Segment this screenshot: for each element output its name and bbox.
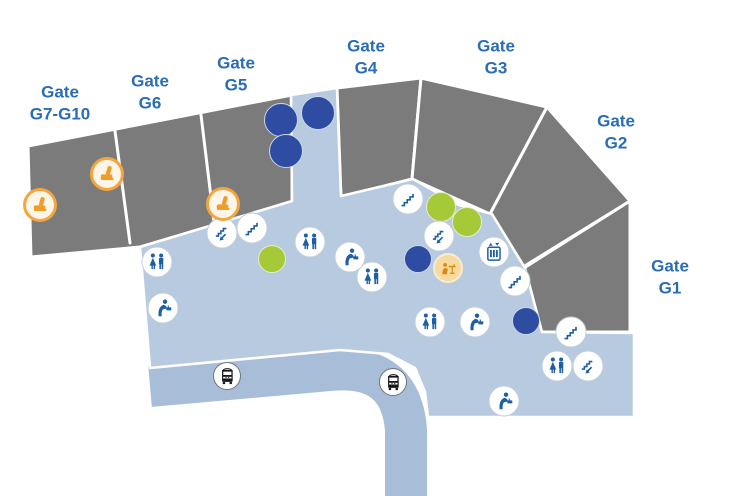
- marker-escalator[interactable]: [572, 350, 604, 382]
- stairs-icon: [242, 218, 263, 239]
- marker-gate-dot[interactable]: [404, 245, 432, 273]
- marker-poi-dot[interactable]: [452, 207, 482, 237]
- food-icon: [439, 259, 458, 278]
- marker-elevator[interactable]: [478, 236, 510, 268]
- concourse-area: [138, 86, 636, 419]
- stairs-icon: [505, 271, 526, 292]
- gate-label-g1-line2: G1: [658, 279, 682, 298]
- seat-icon: [97, 164, 117, 184]
- gate-label-g6-line2: G6: [138, 94, 162, 113]
- marker-food[interactable]: [433, 253, 463, 283]
- restroom-icon: [300, 232, 321, 253]
- marker-seat[interactable]: [90, 157, 124, 191]
- marker-fountain[interactable]: [147, 292, 179, 324]
- bus-icon: [384, 373, 403, 392]
- gate-label-g1-line1: Gate: [651, 256, 689, 276]
- marker-seat[interactable]: [206, 187, 240, 221]
- marker-bus[interactable]: [213, 362, 241, 390]
- fountain-icon: [340, 247, 361, 268]
- gate-label-g5-line2: G5: [224, 76, 248, 95]
- fountain-icon: [153, 298, 174, 319]
- gate-label-g4-line2: G4: [354, 59, 378, 78]
- seat-icon: [30, 195, 50, 215]
- pier-divider-g7-g6: [113, 129, 132, 245]
- gate-label-g5-line1: Gate: [217, 53, 255, 73]
- elevator-icon: [484, 242, 505, 263]
- seat-icon: [213, 194, 233, 214]
- marker-restroom[interactable]: [294, 226, 326, 258]
- marker-fountain[interactable]: [334, 241, 366, 273]
- stairs-icon: [561, 322, 582, 343]
- fountain-icon: [494, 391, 515, 412]
- escalator-icon: [212, 223, 233, 244]
- marker-poi-dot[interactable]: [426, 192, 456, 222]
- marker-fountain[interactable]: [459, 306, 491, 338]
- marker-gate-dot[interactable]: [264, 103, 298, 137]
- restroom-icon: [420, 312, 441, 333]
- marker-stairs[interactable]: [392, 183, 424, 215]
- gate-label-g6-line1: Gate: [131, 71, 169, 91]
- gate-label-g3-line2: G3: [484, 59, 508, 78]
- escalator-icon: [578, 356, 599, 377]
- gate-label-g3-line1: Gate: [477, 36, 515, 56]
- marker-restroom[interactable]: [414, 306, 446, 338]
- marker-bus[interactable]: [379, 368, 407, 396]
- marker-stairs[interactable]: [555, 316, 587, 348]
- restroom-icon: [547, 356, 568, 377]
- marker-stairs[interactable]: [499, 265, 531, 297]
- stairs-icon: [398, 189, 419, 210]
- marker-restroom[interactable]: [541, 350, 573, 382]
- fountain-icon: [465, 312, 486, 333]
- restroom-icon: [362, 267, 383, 288]
- gate-label-g7-g10-line2: G7-G10: [29, 105, 91, 124]
- marker-seat[interactable]: [23, 188, 57, 222]
- marker-restroom[interactable]: [141, 246, 173, 278]
- marker-gate-dot[interactable]: [301, 96, 335, 130]
- bus-icon: [218, 367, 237, 386]
- restroom-icon: [147, 252, 168, 273]
- marker-escalator[interactable]: [423, 220, 455, 252]
- marker-escalator[interactable]: [206, 217, 238, 249]
- gate-label-g4-line1: Gate: [347, 36, 385, 56]
- gate-label-g2-line1: Gate: [597, 111, 635, 131]
- marker-gate-dot[interactable]: [269, 134, 303, 168]
- marker-fountain[interactable]: [488, 385, 520, 417]
- marker-gate-dot[interactable]: [512, 307, 540, 335]
- marker-stairs[interactable]: [236, 212, 268, 244]
- gate-label-g2-line2: G2: [604, 134, 628, 153]
- gate-label-g7-g10-line1: Gate: [41, 82, 79, 102]
- marker-poi-dot[interactable]: [258, 245, 286, 273]
- escalator-icon: [429, 226, 450, 247]
